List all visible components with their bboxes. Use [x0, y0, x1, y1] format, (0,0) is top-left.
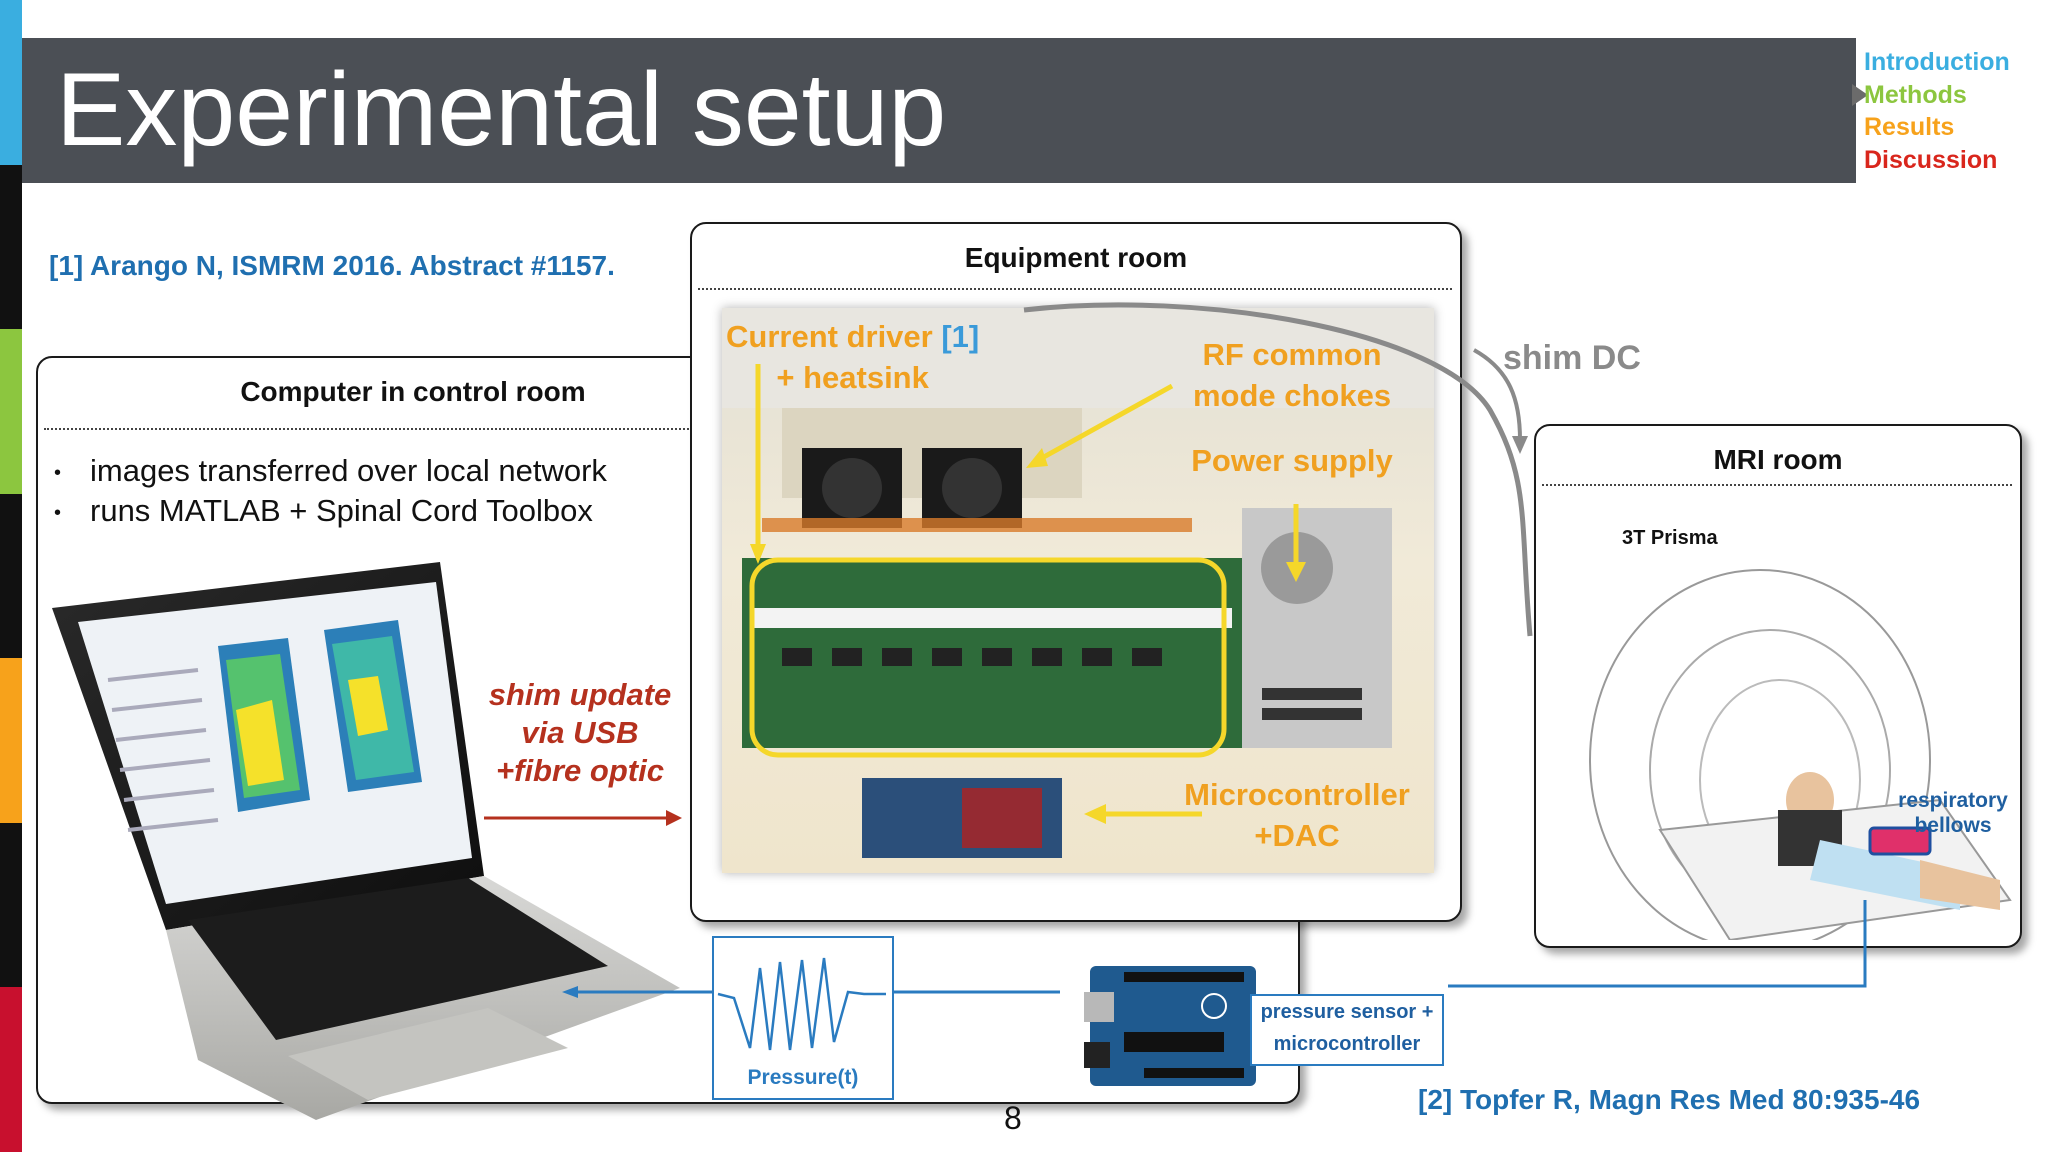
shim-dc-label: shim DC — [1503, 339, 1641, 377]
mri-scanner-illustration — [1589, 569, 2012, 940]
edge-color-strip — [0, 493, 22, 659]
annotation-arrows — [750, 364, 1306, 824]
pressure-waveform — [717, 957, 886, 1051]
nav-item-methods[interactable]: Methods — [1864, 80, 1967, 109]
equipment-room-title: Equipment room — [964, 242, 1188, 273]
nav-item-introduction[interactable]: Introduction — [1864, 48, 2010, 76]
cooling-fan-icon — [802, 448, 902, 528]
sensor-label-box: pressure sensor + microcontroller — [1250, 994, 1444, 1066]
section-nav: Introduction Methods Results Discussion — [1864, 46, 2010, 176]
control-room-bullets: •images transferred over local network •… — [54, 452, 607, 532]
reference-1: [1] Arango N, ISMRM 2016. Abstract #1157… — [49, 250, 615, 281]
equipment-photo: Current driver [1] + heatsink RF common … — [722, 308, 1434, 873]
scanner-label: 3T Prisma — [1622, 527, 1718, 549]
page-number: 8 — [1004, 1100, 1022, 1136]
control-room-title: Computer in control room — [240, 376, 586, 407]
usb-link-label: shim update via USB +fibre optic — [488, 677, 672, 788]
bullet-item: •images transferred over local network — [54, 453, 607, 488]
bellows-label: respiratory bellows — [1898, 789, 2008, 837]
mri-room-title: MRI room — [1713, 444, 1843, 475]
microcontroller-label: Microcontroller +DAC — [1184, 777, 1410, 853]
current-section-arrow-icon — [1852, 84, 1868, 106]
edge-color-strip — [0, 164, 22, 330]
slide-title: Experimental setup — [56, 52, 947, 168]
matlab-gui-screenshot — [107, 620, 422, 832]
edge-color-strip — [0, 822, 22, 988]
pressure-label: Pressure(t) — [747, 1066, 859, 1089]
laptop-image — [52, 562, 680, 1120]
current-driver-label: Current driver [1] + heatsink — [726, 319, 980, 395]
edge-color-strip — [0, 329, 22, 494]
arduino-board-image — [1084, 966, 1256, 1086]
edge-color-strip — [0, 0, 22, 165]
bullet-item: •runs MATLAB + Spinal Cord Toolbox — [54, 492, 593, 528]
edge-color-strip — [0, 658, 22, 823]
patient-figure — [1778, 772, 2000, 910]
power-supply-unit — [1242, 508, 1392, 748]
usb-arrow-icon — [484, 810, 682, 826]
cooling-fan-icon — [922, 448, 1022, 528]
shim-dc-cable — [1023, 302, 1533, 637]
rf-chokes-label: RF common mode chokes — [1192, 337, 1392, 413]
title-bar — [22, 38, 1856, 183]
bellows-icon — [1868, 826, 1932, 856]
reference-2: [2] Topfer R, Magn Res Med 80:935-46 — [1418, 1084, 1921, 1115]
edge-color-strip — [0, 987, 22, 1152]
nav-item-results[interactable]: Results — [1864, 113, 1955, 141]
power-supply-label: Power supply — [1191, 443, 1393, 478]
pressure-waveform-box: Pressure(t) — [712, 936, 894, 1100]
nav-item-discussion[interactable]: Discussion — [1864, 145, 1998, 174]
